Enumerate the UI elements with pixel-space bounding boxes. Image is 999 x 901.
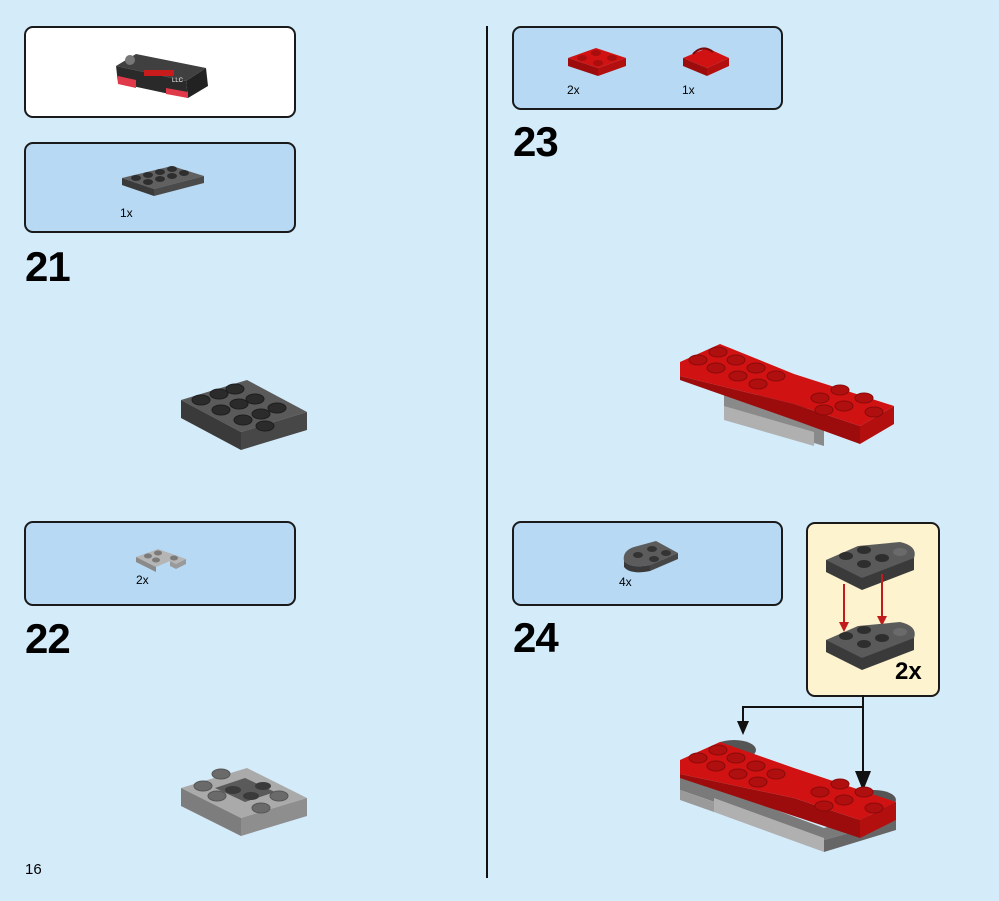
step-22-assembly-image xyxy=(181,768,307,836)
step-23-parts-panel: 2x 1x xyxy=(512,26,783,110)
red-plate-2x2-icon xyxy=(568,48,626,76)
step-22-part-qty: 2x xyxy=(136,573,149,587)
page-number: 16 xyxy=(25,861,42,878)
step-23-assembly-image xyxy=(680,344,894,446)
svg-text:LLC: LLC xyxy=(172,78,184,84)
step-number-21: 21 xyxy=(25,243,71,290)
dark-gray-round-plate-icon xyxy=(623,541,678,573)
callout-subassembly-image xyxy=(826,542,915,670)
callout-leader-arrows xyxy=(737,695,871,791)
step-21-part-qty: 1x xyxy=(120,206,133,220)
light-gray-corner-plate-icon xyxy=(136,549,186,572)
step-24-callout: 2x xyxy=(806,522,940,697)
step-23-part-1-qty: 2x xyxy=(567,83,580,97)
step-number-24: 24 xyxy=(513,614,559,661)
column-divider xyxy=(486,26,488,878)
red-wedge-plate-icon xyxy=(683,47,729,76)
step-21-parts-panel: 1x xyxy=(24,142,296,233)
subassembly-preview-panel: LLC xyxy=(24,26,296,118)
callout-qty: 2x xyxy=(895,658,922,685)
step-number-23: 23 xyxy=(513,118,559,165)
step-22-parts-panel: 2x xyxy=(24,521,296,606)
step-24-parts-panel: 4x xyxy=(512,521,783,606)
dark-gray-plate-2x4-icon xyxy=(122,166,204,196)
step-24-assembly-image xyxy=(680,740,896,852)
step-23-part-2-qty: 1x xyxy=(682,83,695,97)
step-number-22: 22 xyxy=(25,615,71,662)
car-subassembly-image: LLC xyxy=(116,54,208,98)
step-24-part-qty: 4x xyxy=(619,575,632,589)
step-21-assembly-image xyxy=(181,380,307,450)
